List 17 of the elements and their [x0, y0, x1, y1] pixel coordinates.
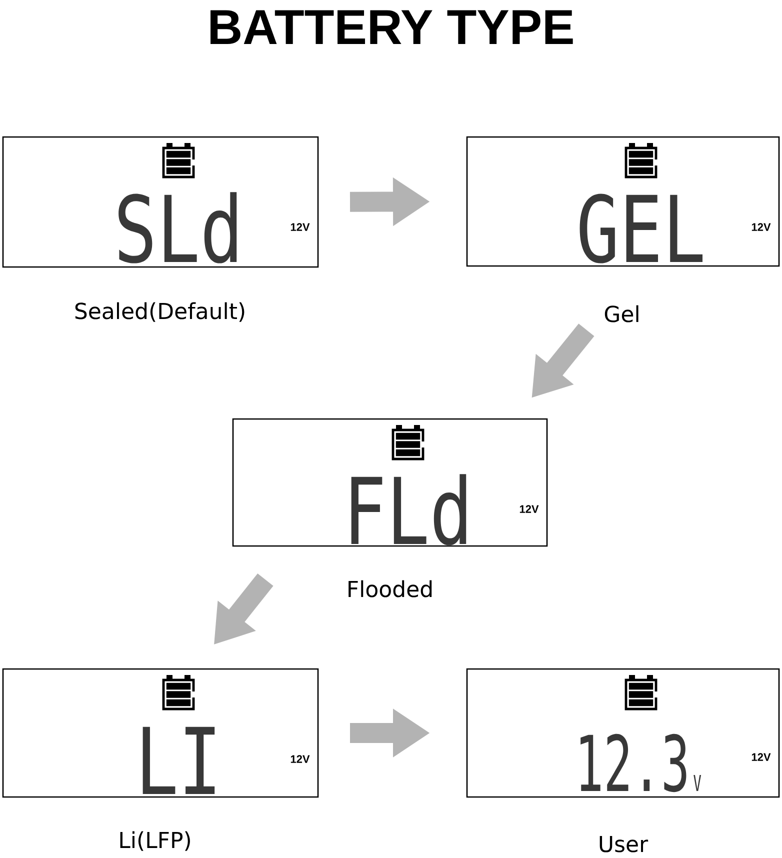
node-label: Sealed(Default) [75, 302, 244, 322]
node-label: Flooded [348, 580, 432, 598]
display-text: 12.3 [580, 734, 686, 792]
voltage-label: 12V [290, 755, 310, 763]
display-text: GEL [580, 194, 702, 264]
display-text: FLd [351, 474, 466, 546]
unit-label: V [694, 774, 702, 791]
voltage-label: 12V [290, 223, 310, 231]
title: BATTERY TYPE [210, 10, 573, 44]
voltage-label: 12V [752, 223, 771, 231]
node-label: Li(LFP) [120, 831, 190, 851]
node-label: User [600, 836, 648, 852]
display-text: LI [142, 726, 215, 794]
display-text: SLd [118, 192, 237, 264]
voltage-label: 12V [520, 505, 539, 513]
node-label: Gel [604, 305, 638, 322]
voltage-label: 12V [752, 753, 771, 761]
